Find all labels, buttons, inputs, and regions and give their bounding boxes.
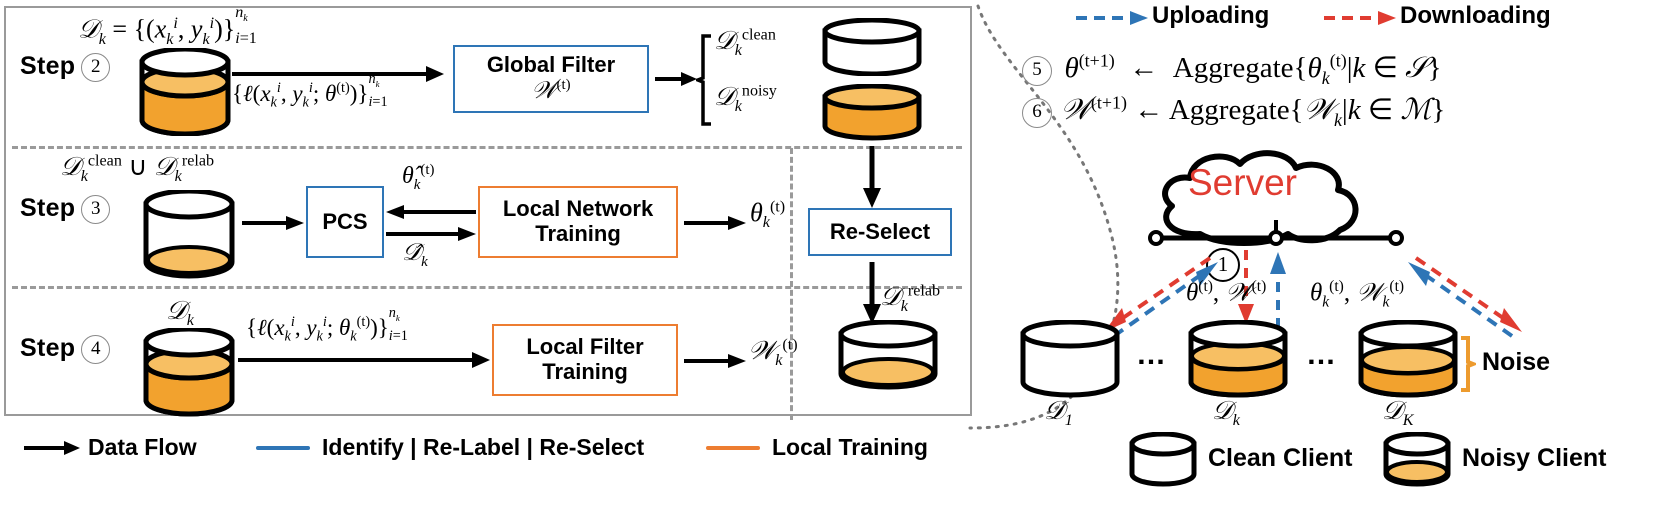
equation-6-number: 6 [1022, 98, 1052, 128]
theta-hat-label: θ̂k(t) [402, 162, 435, 193]
dataset-hat-label: 𝒟̂k [402, 240, 428, 270]
step2-number: 2 [81, 53, 111, 82]
clean-output-label: 𝒟kclean [714, 26, 776, 60]
noise-brace-icon [1461, 336, 1476, 392]
comm-arrows-center [1238, 250, 1286, 328]
client-1-cylinder [1020, 320, 1120, 398]
lnt-title: Local Network [502, 196, 654, 222]
legend-identify-label: Identify | Re-Label | Re-Select [322, 434, 645, 460]
ellipsis-1: … [1136, 338, 1168, 371]
relab-cylinder [838, 320, 938, 390]
local-network-training-box[interactable]: Local Network Training [478, 186, 678, 258]
legend-data-flow-label: Data Flow [88, 434, 197, 460]
comm-arrows-right [1408, 256, 1522, 338]
noisy-output-label: 𝒟knoisy [714, 82, 777, 116]
equation-6-text: 𝒲(t+1) ← Aggregate{𝒲k|k ∈ ℳ} [1060, 92, 1446, 130]
server-bus-line [1148, 220, 1404, 246]
downloading-label: Downloading [1400, 2, 1551, 29]
flow-label-global: θ(t), 𝒲(t) [1186, 278, 1267, 307]
client-k-cylinder [1188, 320, 1288, 398]
clean-noisy-brace [696, 34, 711, 126]
relab-output-label: 𝒟krelab [880, 282, 941, 316]
legend-data-flow-arrow-icon [24, 441, 80, 455]
dotted-connector [968, 4, 1120, 430]
pcs-lnt-exchange-arrows [386, 205, 476, 241]
uploading-dashed-arrow-icon [1076, 11, 1148, 25]
step3-output-arrow [684, 216, 746, 230]
step4-dataset-caption: 𝒟k [166, 296, 194, 330]
legend-clean-client-icon [1129, 432, 1197, 487]
step1-number: 1 [1206, 248, 1240, 282]
step4-output-arrow [684, 354, 746, 368]
client-K-cylinder [1358, 320, 1458, 398]
legend-clean-client-label: Clean Client [1208, 444, 1353, 472]
reselect-title: Re-Select [829, 218, 931, 244]
divider-step2-step3 [12, 146, 962, 149]
noisy-cylinder [822, 84, 922, 141]
step1-number-badge: 1 [1206, 248, 1240, 282]
lft-subtitle: Training [542, 359, 628, 384]
pcs-box[interactable]: PCS [306, 186, 384, 258]
client-1-label: 𝒟1 [1044, 396, 1073, 430]
uploading-label: Uploading [1152, 2, 1270, 29]
downloading-dashed-arrow-icon [1324, 11, 1396, 25]
step2-flow-arrow [232, 66, 444, 82]
step4-output-label: 𝒲k(t) [748, 336, 798, 370]
step3-number: 3 [81, 195, 111, 224]
flow-label-local: θk(t), 𝒲k(t) [1310, 278, 1405, 311]
step3-output-label: θk(t) [750, 198, 786, 232]
equation-6: 6 𝒲(t+1) ← Aggregate{𝒲k|k ∈ ℳ} [1022, 92, 1445, 131]
divider-vertical-reselect [790, 148, 793, 420]
step3-dataset-caption: 𝒟kclean ∪ 𝒟krelab [60, 152, 215, 186]
reselect-output-arrow [863, 262, 881, 324]
legend-local-training-line-icon [706, 446, 760, 450]
client-K-label: 𝒟K [1382, 396, 1414, 430]
legend-local-training-label: Local Training [772, 434, 928, 460]
client-k-label: 𝒟k [1212, 396, 1240, 430]
local-filter-training-box[interactable]: Local Filter Training [492, 324, 678, 396]
legend-noisy-client-icon [1383, 432, 1451, 487]
global-filter-output-arrow [655, 72, 697, 86]
step4-number: 4 [81, 335, 111, 364]
lnt-subtitle: Training [535, 221, 621, 246]
step3-flow-arrow [242, 216, 304, 230]
equation-5-text: θ(t+1) ← Aggregate{θk(t)|k ∈ 𝒮} [1064, 50, 1442, 88]
equation-5: 5 θ(t+1) ← Aggregate{θk(t)|k ∈ 𝒮} [1022, 50, 1442, 89]
step4-word: Step [20, 334, 76, 362]
step2-dataset-cylinder [139, 48, 231, 136]
step4-dataset-cylinder [143, 328, 235, 417]
global-filter-subtitle: 𝒲(t) [531, 77, 571, 105]
step4-flow-arrow [238, 352, 490, 368]
divider-step3-step4 [12, 286, 962, 289]
pcs-title: PCS [322, 208, 368, 234]
clean-cylinder [822, 18, 922, 76]
noise-label: Noise [1482, 348, 1551, 376]
step3-dataset-cylinder [143, 190, 235, 279]
reselect-input-arrow [863, 146, 881, 208]
step2-word: Step [20, 52, 76, 80]
reselect-box[interactable]: Re-Select [808, 208, 952, 256]
equation-5-number: 5 [1022, 56, 1052, 86]
global-filter-box[interactable]: Global Filter 𝒲(t) [453, 45, 649, 113]
server-label: Server [1188, 162, 1297, 203]
lft-title: Local Filter [526, 334, 644, 360]
global-filter-title: Global Filter [486, 51, 616, 77]
legend-noisy-client-label: Noisy Client [1462, 444, 1607, 472]
step3-word: Step [20, 194, 76, 222]
legend-identify-line-icon [256, 446, 310, 450]
ellipsis-2: … [1306, 338, 1338, 371]
